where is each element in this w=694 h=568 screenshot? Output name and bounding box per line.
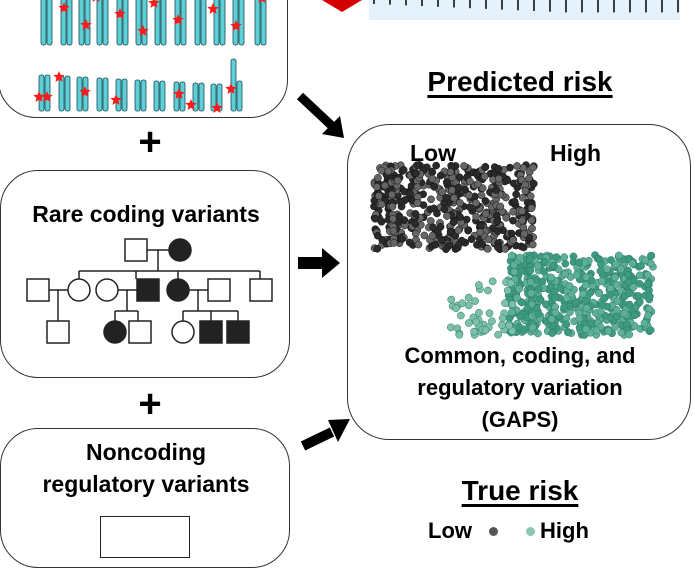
arrow-down-right-icon <box>296 92 344 138</box>
gaps-caption-line3: (GAPS) <box>481 407 559 432</box>
rare-coding-title: Rare coding variants <box>32 201 260 227</box>
noncoding-title-line2: regulatory variants <box>42 471 250 497</box>
noncoding-title-line1: Noncoding <box>85 439 207 465</box>
heart-icon <box>322 0 362 12</box>
risk-scatter-plot <box>370 161 657 339</box>
true-risk-heading: True risk <box>461 475 579 506</box>
rare-coding-variants-panel: Rare coding variants <box>0 170 290 378</box>
gaps-caption-line2: regulatory variation <box>417 375 623 400</box>
plus-sign: + <box>138 382 162 426</box>
pedigree-chart-icon <box>26 238 273 344</box>
ecg-trace <box>369 0 680 20</box>
true-risk-low-label: Low <box>428 518 472 543</box>
predicted-risk-panel: Low High Common, coding, and regulatory … <box>347 124 691 440</box>
gaps-caption-line1: Common, coding, and <box>404 343 636 368</box>
common-variants-panel <box>0 0 288 118</box>
regulatory-element-box-icon <box>100 516 190 558</box>
high-label: High <box>550 140 602 166</box>
true-risk-high-label: High <box>540 518 589 543</box>
predicted-risk-heading: Predicted risk <box>427 66 613 97</box>
plus-sign: + <box>138 120 162 164</box>
arrow-up-right-icon <box>300 419 350 451</box>
chromosome-karyotype-icon <box>33 0 267 113</box>
arrow-right-icon <box>298 248 340 278</box>
noncoding-regulatory-panel: Noncoding regulatory variants <box>0 428 290 568</box>
